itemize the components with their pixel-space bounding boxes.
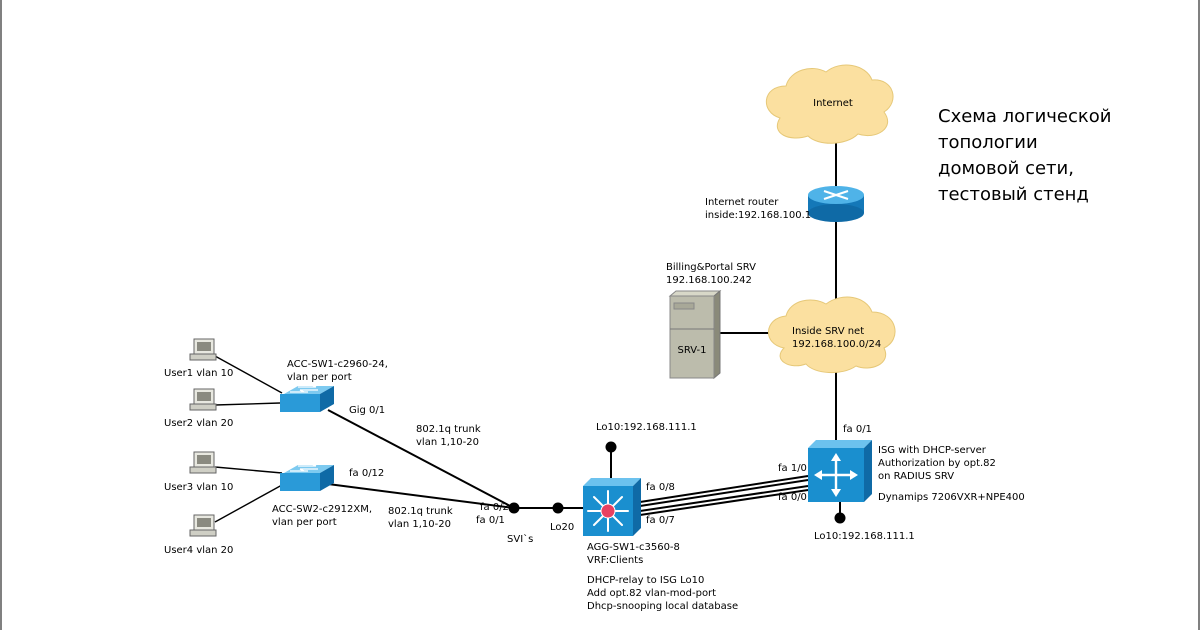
agg-port-7: fa 0/7 [646, 515, 675, 526]
user2-pc-icon [189, 388, 217, 411]
link-isg-agg-2b [639, 489, 809, 516]
svi-dot [508, 502, 520, 514]
agg-port-8: fa 0/8 [646, 482, 675, 493]
user3-pc-icon [189, 451, 217, 474]
link-user3-acc2 [214, 466, 283, 474]
isg-port-up: fa 0/1 [843, 424, 872, 435]
svi-port-up: fa 0/2 [480, 502, 509, 513]
link-acc2-svi [327, 483, 515, 509]
isg-port-link1: fa 1/0 [778, 463, 807, 474]
isg-loopback-dot [834, 512, 846, 524]
link-acc1-svi [327, 409, 515, 509]
internet-router-icon [808, 186, 864, 222]
acc2-uplink: fa 0/12 [349, 468, 384, 479]
acc1-uplink: Gig 0/1 [349, 405, 385, 416]
isg-loopback-label: Lo10:192.168.111.1 [814, 531, 915, 542]
link-isg-agg-2 [639, 485, 809, 512]
acc2-trunk: 802.1q trunk vlan 1,10-20 [388, 506, 456, 530]
internet-cloud: Internet [765, 64, 894, 144]
user1-label: User1 vlan 10 [164, 368, 233, 379]
agg-switch-icon [583, 478, 641, 536]
link-isg-agg-1 [639, 475, 809, 503]
billing-srv-label: Billing&Portal SRV 192.168.100.242 [666, 262, 759, 286]
connection-lines [214, 135, 841, 523]
lo20-dot [552, 502, 564, 514]
svi-port-down: fa 0/1 [476, 515, 505, 526]
acc2-switch-icon [280, 463, 334, 491]
internet-label: Internet [813, 98, 853, 109]
link-user1-acc1 [214, 355, 283, 394]
link-isg-agg-1b [639, 479, 809, 507]
server-icon: SRV-1 [668, 289, 722, 380]
user1-pc-icon [189, 338, 217, 361]
svi-label: SVI`s [507, 533, 533, 545]
inside-net-cloud [768, 296, 896, 373]
agg-loopback-dot [605, 441, 617, 453]
agg-lo20-label: Lo20 [550, 522, 574, 533]
agg-label: AGG-SW1-c3560-8 VRF:Clients [587, 542, 683, 566]
user4-pc-icon [189, 514, 217, 537]
user2-label: User2 vlan 20 [164, 418, 233, 429]
user3-label: User3 vlan 10 [164, 482, 233, 493]
internet-router-label: Internet router inside:192.168.100.1 [705, 197, 811, 221]
acc1-switch-icon [280, 384, 334, 412]
acc2-label: ACC-SW2-c2912XM, vlan per port [272, 504, 375, 528]
agg-loopback-label: Lo10:192.168.111.1 [596, 422, 697, 433]
isg-router-icon [808, 440, 872, 502]
link-user4-acc2 [214, 484, 283, 523]
link-user2-acc1 [214, 402, 281, 406]
server-box-label: SRV-1 [678, 345, 707, 356]
user4-label: User4 vlan 20 [164, 545, 233, 556]
acc1-label: ACC-SW1-c2960-24, vlan per port [287, 359, 391, 383]
isg-platform: Dynamips 7206VXR+NPE400 [878, 492, 1025, 503]
isg-port-link2: fa 0/0 [778, 492, 807, 503]
agg-notes: DHCP-relay to ISG Lo10 Add opt.82 vlan-m… [587, 575, 738, 612]
diagram-title: Схема логической топологии домовой сети,… [938, 106, 1117, 205]
inside-net-label: Inside SRV net 192.168.100.0/24 [792, 326, 881, 350]
isg-label: ISG with DHCP-server Authorization by op… [878, 445, 999, 482]
acc1-trunk: 802.1q trunk vlan 1,10-20 [416, 424, 484, 448]
